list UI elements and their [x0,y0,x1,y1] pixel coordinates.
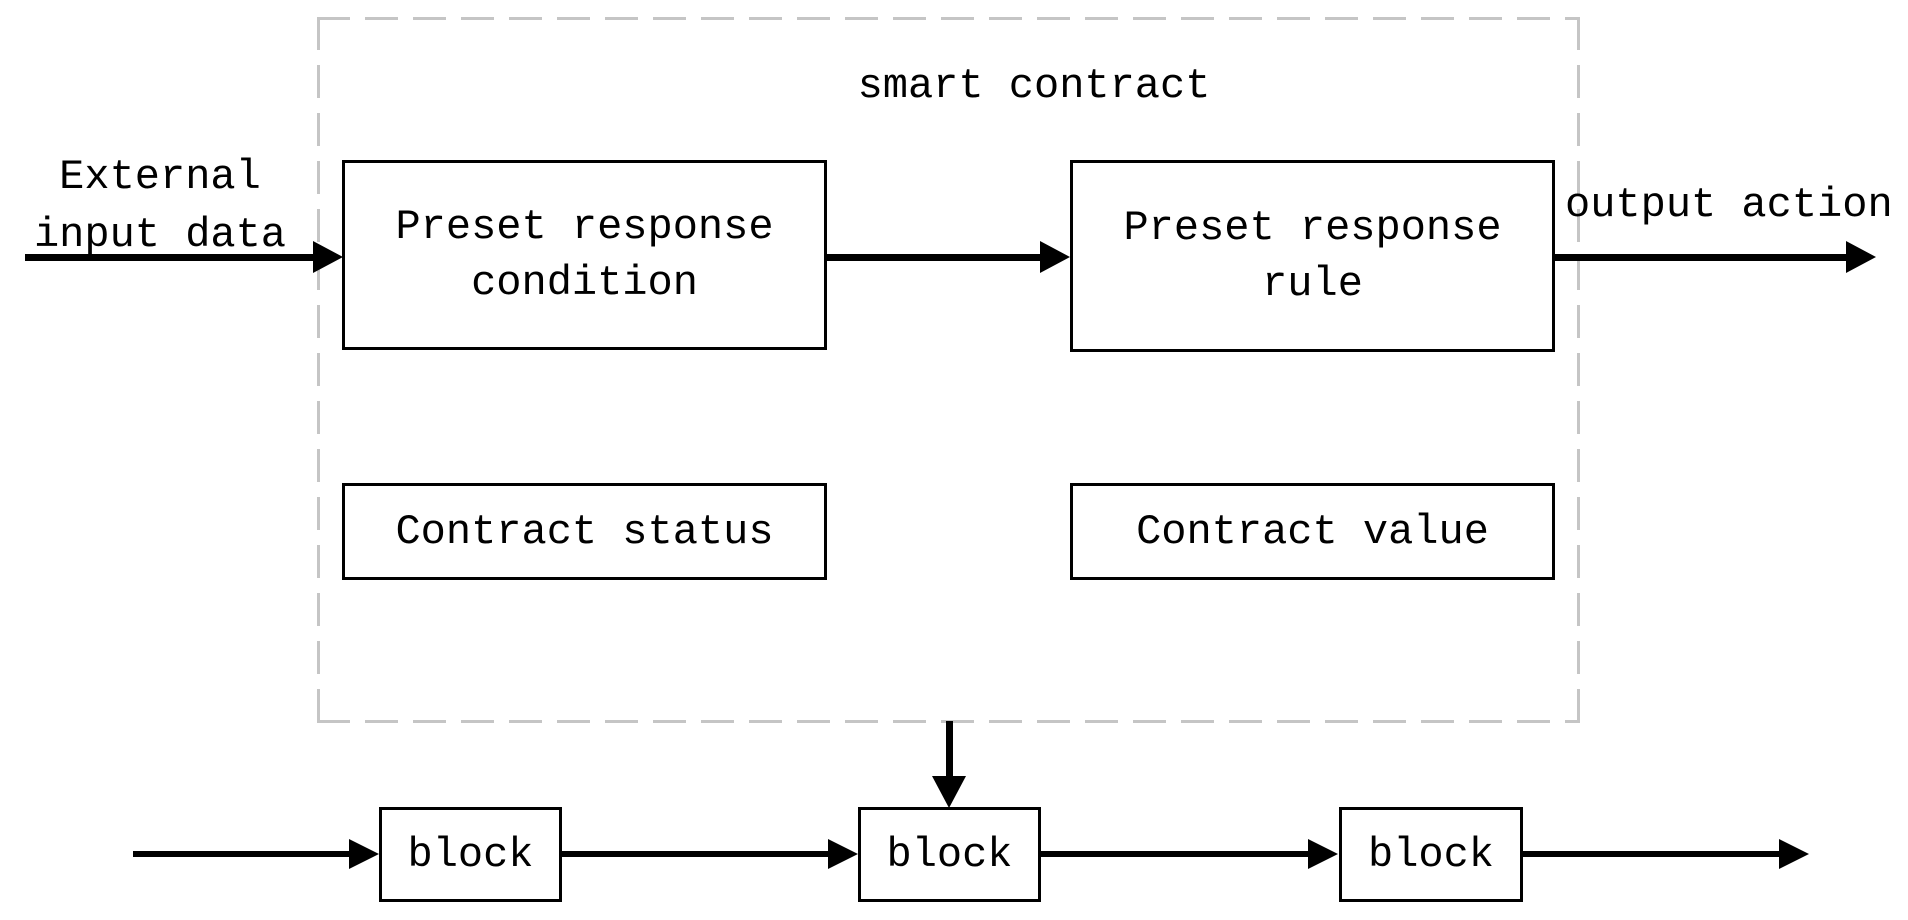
boundary-top-edge [317,17,1580,20]
chain-arrow-3-line [1041,851,1308,857]
chain-arrow-2-head-icon [828,839,858,869]
preset-response-condition-box: Preset response condition [342,160,827,350]
output-arrow-head-icon [1846,241,1876,273]
external-input-label: External input data [20,148,300,264]
chain-arrow-1-line [133,851,349,857]
chain-arrow-4-line [1523,851,1779,857]
contract-status-label: Contract status [395,507,774,556]
block-box-1: block [379,807,562,902]
condition-to-rule-line [827,254,1040,261]
block-2-label: block [886,830,1013,879]
contract-value-label: Contract value [1136,507,1489,556]
smart-contract-title: smart contract [857,62,1211,110]
contract-value-box: Contract value [1070,483,1555,580]
contract-to-chain-head-icon [932,776,966,808]
chain-arrow-2-line [562,851,828,857]
input-arrow-line [25,254,313,261]
boundary-right-edge [1577,17,1580,723]
contract-status-box: Contract status [342,483,827,580]
boundary-left-edge [317,17,320,723]
chain-arrow-1-head-icon [349,839,379,869]
contract-to-chain-line [946,721,953,778]
output-action-label: output action [1565,181,1893,229]
block-3-label: block [1367,830,1495,879]
chain-arrow-4-head-icon [1779,839,1809,869]
external-input-line1: External [59,153,261,201]
output-arrow-line [1553,254,1846,261]
chain-arrow-3-head-icon [1308,839,1338,869]
block-box-3: block [1339,807,1523,902]
input-arrow-head-icon [313,241,343,273]
preset-response-rule-box: Preset response rule [1070,160,1555,352]
block-1-label: block [407,830,534,879]
condition-to-rule-head-icon [1040,241,1070,273]
preset-response-rule-label: Preset response rule [1123,204,1502,308]
block-box-2: block [858,807,1041,902]
external-input-line2: input data [33,211,287,259]
preset-response-condition-label: Preset response condition [395,203,774,307]
